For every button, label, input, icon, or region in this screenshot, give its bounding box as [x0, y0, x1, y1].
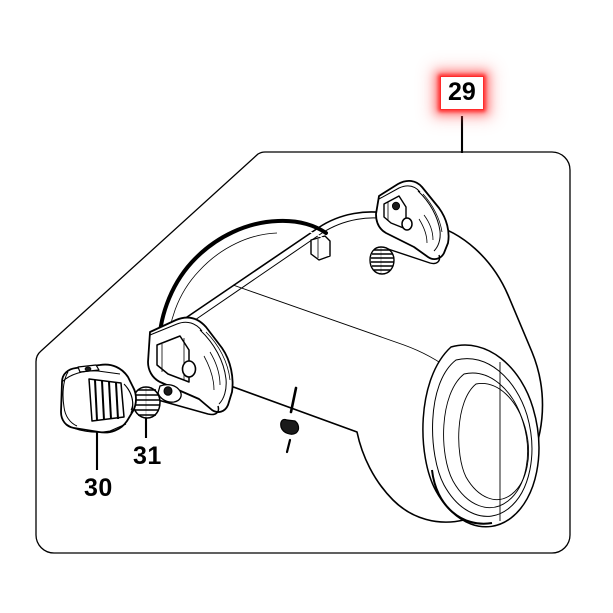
- body-latch-detail: [280, 386, 300, 454]
- muffler-body: [167, 211, 544, 528]
- body-tab-detail: [310, 235, 331, 261]
- mounting-bracket-front: [147, 316, 234, 416]
- ribbed-clamp-bracket: [60, 363, 137, 434]
- cylinder-end-cap: [422, 344, 540, 528]
- mounting-bracket-rear: [375, 180, 450, 265]
- callout-label-29[interactable]: 29: [440, 76, 484, 110]
- threaded-screw-rear: [369, 246, 395, 275]
- callout-label-31[interactable]: 31: [133, 442, 162, 470]
- callout-label-30[interactable]: 30: [84, 474, 113, 502]
- threaded-screw-front: [132, 386, 161, 419]
